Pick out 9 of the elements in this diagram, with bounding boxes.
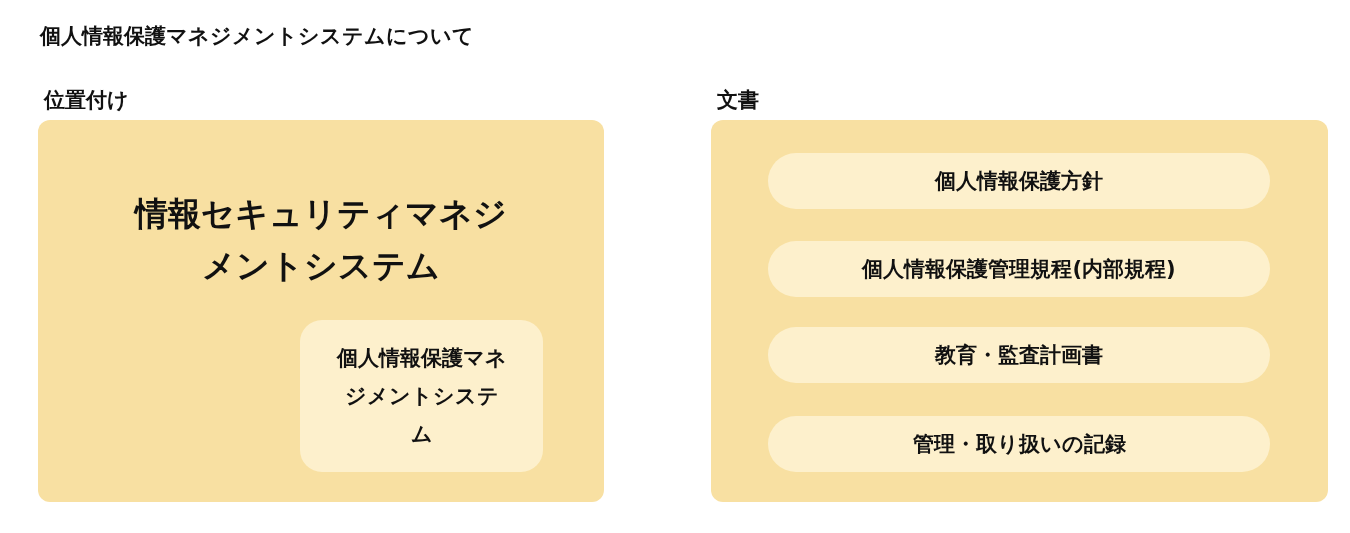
document-pill: 教育・監査計画書 [768, 327, 1270, 383]
document-pill: 個人情報保護管理規程(内部規程) [768, 241, 1270, 297]
panel-heading: 情報セキュリティマネジメントシステム [133, 193, 508, 287]
document-pill: 個人情報保護方針 [768, 153, 1270, 209]
sub-box: 個人情報保護マネジメントシステム [300, 320, 543, 472]
section-heading: 位置付け [44, 87, 129, 114]
document-pill: 管理・取り扱いの記録 [768, 416, 1270, 472]
section-heading: 文書 [717, 87, 759, 114]
page-title: 個人情報保護マネジメントシステムについて [40, 23, 474, 50]
